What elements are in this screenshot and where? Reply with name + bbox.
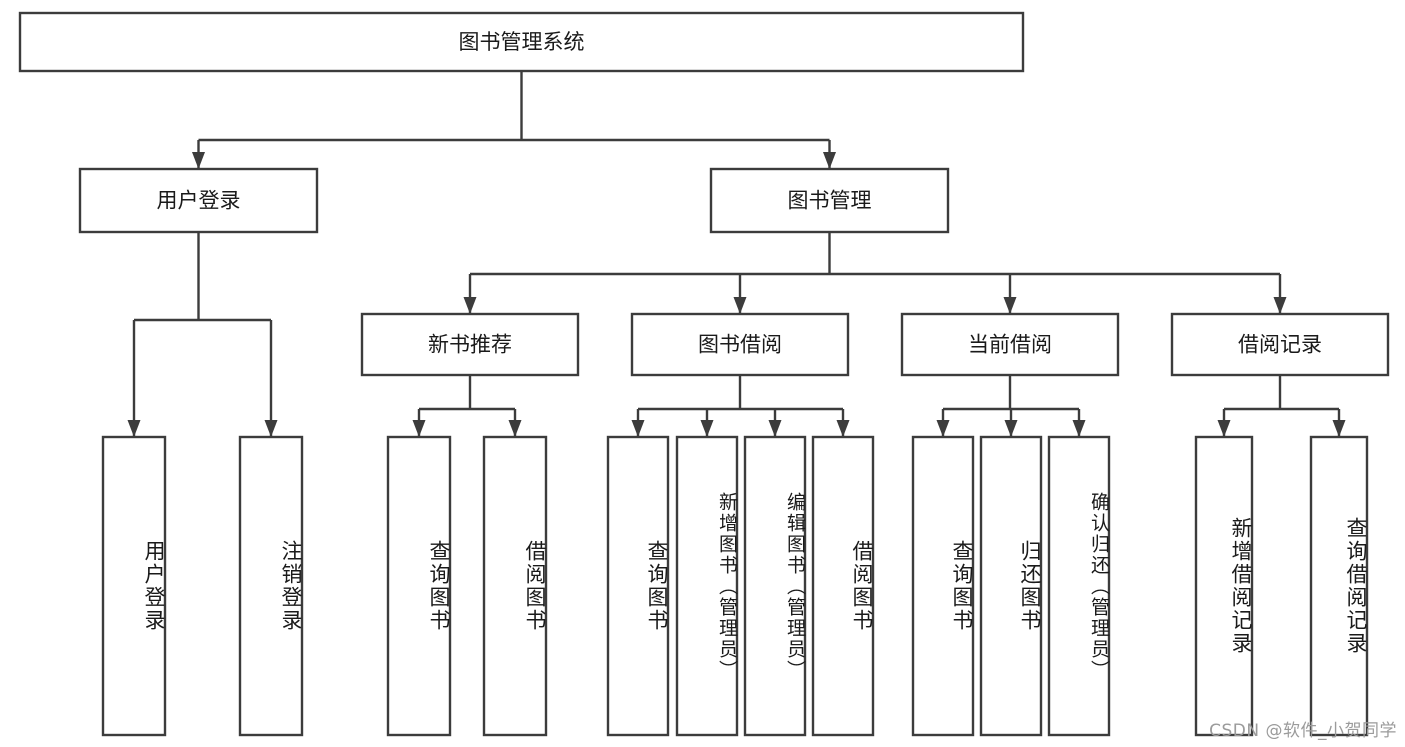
arrow-head-icon [463, 297, 477, 314]
node-box[interactable] [78, 167, 319, 234]
node-leaf-borrow-edit[interactable] [743, 435, 807, 737]
node-label: 图书管理系统 [459, 30, 585, 54]
node-box[interactable] [1309, 435, 1369, 737]
node-leaf-borrow-do[interactable] [811, 435, 875, 737]
node-box[interactable] [811, 435, 875, 737]
arrow-head-icon [1072, 420, 1086, 437]
node-leaf-cur-return[interactable] [979, 435, 1043, 737]
node-box[interactable] [1194, 435, 1254, 737]
node-box[interactable] [743, 435, 807, 737]
arrow-head-icon [836, 420, 850, 437]
node-box[interactable] [709, 167, 950, 234]
connector-layer [127, 71, 1346, 437]
node-box[interactable] [1047, 435, 1111, 737]
node-label: 图书管理 [788, 189, 872, 213]
node-leaf-borrow-add[interactable] [675, 435, 739, 737]
arrow-head-icon [264, 420, 278, 437]
node-label: 新书推荐 [428, 333, 512, 357]
arrow-head-icon [768, 420, 782, 437]
node-box[interactable] [630, 312, 850, 377]
arrow-head-icon [127, 420, 141, 437]
edge-group-user-login [127, 232, 278, 437]
node-box[interactable] [606, 435, 670, 737]
node-leaf-cur-query[interactable] [911, 435, 975, 737]
node-leaf-rec-add[interactable] [1194, 435, 1254, 737]
edge-group-book-manage [463, 232, 1287, 314]
arrow-head-icon [733, 297, 747, 314]
node-new-book-rec[interactable]: 新书推荐 [360, 312, 580, 377]
node-box[interactable] [911, 435, 975, 737]
node-box[interactable] [386, 435, 452, 737]
node-box[interactable] [101, 435, 167, 737]
arrow-head-icon [700, 420, 714, 437]
node-current-borrow[interactable]: 当前借阅 [900, 312, 1120, 377]
node-leaf-rec-borrow[interactable] [482, 435, 548, 737]
edge-group-borrow-record [1217, 375, 1346, 437]
node-leaf-borrow-query[interactable] [606, 435, 670, 737]
node-leaf-cur-confirm[interactable] [1047, 435, 1111, 737]
node-book-borrow[interactable]: 图书借阅 [630, 312, 850, 377]
node-label: 图书借阅 [698, 333, 782, 357]
node-box[interactable] [675, 435, 739, 737]
node-leaf-rec-search[interactable] [1309, 435, 1369, 737]
watermark-text: CSDN @软件_小贺同学 [1209, 721, 1397, 741]
node-box[interactable] [1170, 312, 1390, 377]
arrow-head-icon [1332, 420, 1346, 437]
arrow-head-icon [1004, 420, 1018, 437]
arrow-head-icon [631, 420, 645, 437]
node-label: 当前借阅 [968, 333, 1052, 357]
arrow-head-icon [192, 152, 205, 169]
node-box[interactable] [360, 312, 580, 377]
edge-group-current-borrow [936, 375, 1086, 437]
node-box[interactable] [979, 435, 1043, 737]
node-book-manage[interactable]: 图书管理 [709, 167, 950, 234]
arrow-head-icon [823, 152, 836, 169]
arrow-head-icon [1217, 420, 1231, 437]
node-root[interactable]: 图书管理系统 [18, 11, 1025, 73]
arrow-head-icon [508, 420, 522, 437]
node-borrow-record[interactable]: 借阅记录 [1170, 312, 1390, 377]
node-leaf-user-logout[interactable] [238, 435, 304, 737]
edge-group-new-book-rec [412, 375, 522, 437]
node-leaf-rec-query[interactable] [386, 435, 452, 737]
node-leaf-user-login[interactable] [101, 435, 167, 737]
arrow-head-icon [936, 420, 950, 437]
node-user-login[interactable]: 用户登录 [78, 167, 319, 234]
arrow-head-icon [412, 420, 426, 437]
edge-group-book-borrow [631, 375, 850, 437]
node-label: 借阅记录 [1238, 333, 1322, 357]
node-box[interactable] [18, 11, 1025, 73]
node-box[interactable] [900, 312, 1120, 377]
arrow-head-icon [1003, 297, 1017, 314]
edge-group-root [192, 71, 836, 169]
node-label: 用户登录 [157, 189, 241, 213]
node-box[interactable] [238, 435, 304, 737]
arrow-head-icon [1273, 297, 1287, 314]
node-box[interactable] [482, 435, 548, 737]
